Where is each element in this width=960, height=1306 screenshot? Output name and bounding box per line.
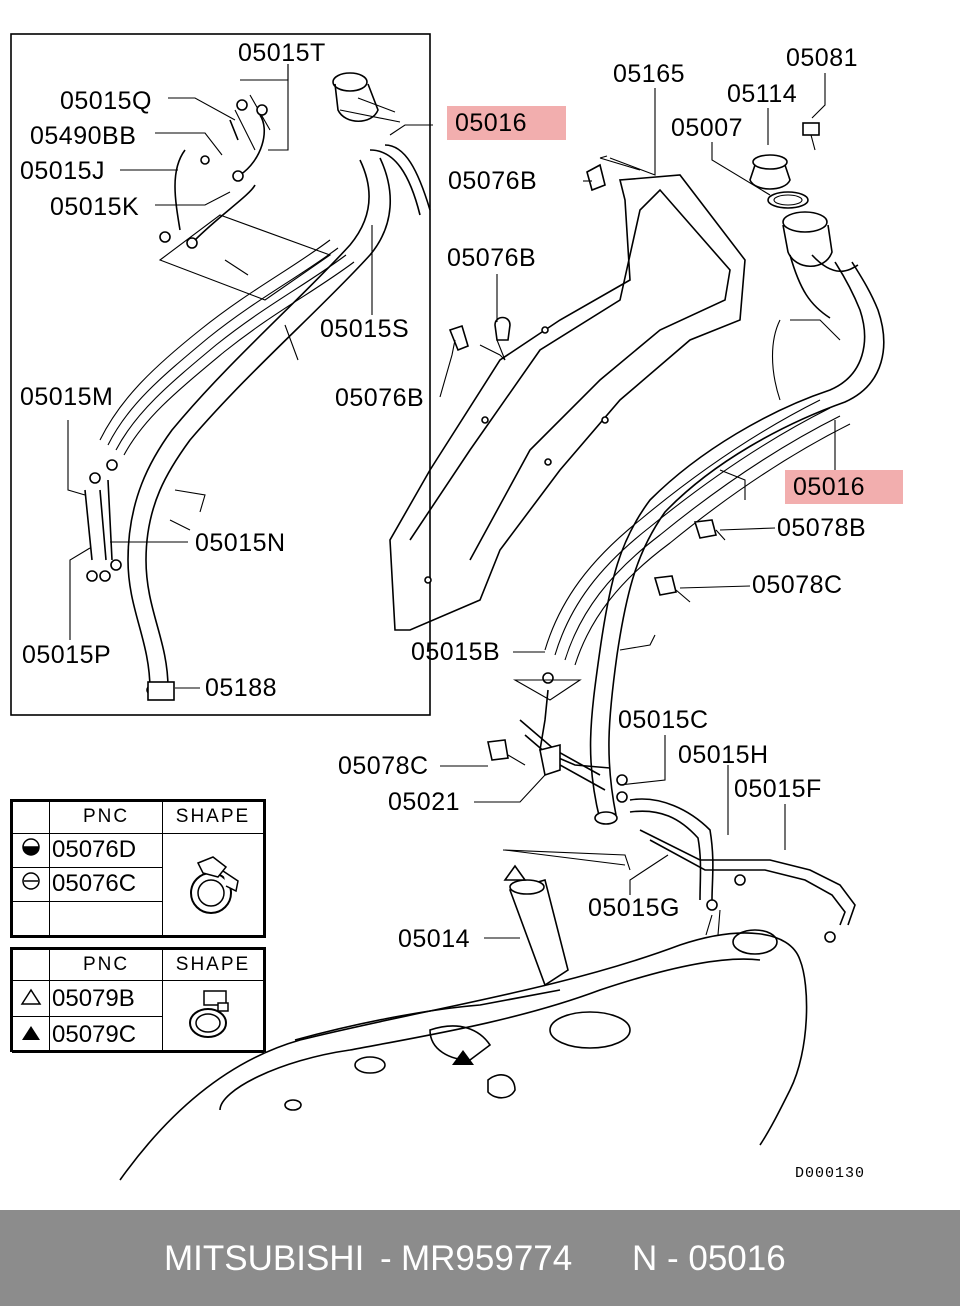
- part-label-05016-right: 05016: [793, 473, 866, 501]
- part-label-05015Q: 05015Q: [60, 87, 152, 115]
- footer-ref: N - 05016: [632, 1239, 786, 1278]
- footer-bar: MITSUBISHI - MR959774 N - 05016: [0, 1210, 960, 1306]
- fuel-pump-05014: [508, 879, 569, 987]
- part-label-05015K: 05015K: [50, 193, 140, 221]
- part-label-05015B: 05015B: [411, 638, 501, 666]
- band-clamp-shape-icon: [189, 990, 229, 1038]
- part-label-05081: 05081: [786, 44, 859, 72]
- part-label-05015P: 05015P: [22, 641, 112, 669]
- part-label-05021: 05021: [388, 788, 461, 816]
- inset-leaders: [67, 64, 433, 689]
- half-filled-circle-icon: [22, 838, 40, 857]
- triangle-outline-marker: [503, 864, 527, 881]
- legend1-shape-header: SHAPE: [162, 801, 264, 834]
- part-label-05015T: 05015T: [238, 39, 326, 67]
- legend-clamp-table: PNC SHAPE 05076D: [10, 799, 266, 938]
- footer-separator: -: [380, 1239, 392, 1278]
- highlighted-part-label-top: 05016: [447, 106, 566, 140]
- cap-gasket: [767, 191, 809, 209]
- part-label-05007: 05007: [671, 114, 744, 142]
- legend1-pnc-header: PNC: [49, 801, 163, 834]
- main-filler-pipe: [544, 211, 885, 825]
- legend1-pnc-1: 05076D: [49, 832, 163, 868]
- legend1-pnc-2: 05076C: [49, 866, 163, 902]
- part-label-05076B-2: 05076B: [447, 244, 537, 272]
- legend2-pnc-header: PNC: [49, 949, 163, 981]
- part-label-05188: 05188: [205, 674, 278, 702]
- part-label-05490BB: 05490BB: [30, 122, 137, 150]
- part-label-05078C-2: 05078C: [338, 752, 429, 780]
- part-label-05165: 05165: [613, 60, 686, 88]
- part-label-05015G: 05015G: [588, 894, 680, 922]
- hose-clamp-shape-icon: [190, 856, 239, 914]
- part-label-05015N: 05015N: [195, 529, 286, 557]
- part-label-05015F: 05015F: [734, 775, 822, 803]
- inset-filler-pipe: [84, 72, 431, 701]
- diagram-code: D000130: [795, 1165, 866, 1182]
- footer-brand: MITSUBISHI: [164, 1239, 365, 1278]
- triangle-filled-icon: [22, 1025, 40, 1040]
- part-label-05078C-1: 05078C: [752, 571, 843, 599]
- fuel-cap-group: [749, 122, 820, 209]
- breather-hoses: [504, 672, 856, 943]
- triangle-outline-icon: [20, 988, 42, 1005]
- highlighted-part-label-right: 05016: [785, 470, 903, 504]
- part-label-05078B: 05078B: [777, 514, 867, 542]
- filler-opening: [782, 211, 828, 233]
- inset-frame: [10, 33, 431, 716]
- part-label-05015S: 05015S: [320, 315, 410, 343]
- legend2-pnc-2: 05079C: [49, 1016, 163, 1053]
- legend2-shape-header: SHAPE: [162, 949, 264, 981]
- part-label-05016-top: 05016: [455, 109, 528, 137]
- part-label-05015J: 05015J: [20, 157, 106, 185]
- inset-filler-cap: [332, 72, 368, 92]
- part-label-05015H: 05015H: [678, 741, 769, 769]
- part-label-05076B-3: 05076B: [335, 384, 425, 412]
- part-label-05114: 05114: [727, 80, 798, 108]
- parts-diagram: 05015T 05015Q 05490BB 05015J 05015K 0501…: [10, 33, 903, 1182]
- bracket-05021: [539, 743, 561, 777]
- part-label-05076B-1: 05076B: [448, 167, 538, 195]
- circle-minus-icon: [22, 872, 40, 891]
- part-label-05015C: 05015C: [618, 706, 709, 734]
- screw-05081: [802, 122, 820, 136]
- legend-band-table: PNC SHAPE 05079B: [10, 947, 266, 1053]
- part-label-05014: 05014: [398, 925, 471, 953]
- part-label-05015M: 05015M: [20, 383, 114, 411]
- diagram-drawing: [10, 33, 885, 1181]
- fuel-cap: [752, 154, 788, 170]
- legend2-pnc-1: 05079B: [49, 980, 163, 1017]
- fasteners: [448, 163, 726, 766]
- fuel-tank: [119, 879, 808, 1181]
- main-leaders: [439, 73, 836, 939]
- triangle-filled-marker: [452, 1050, 474, 1065]
- footer-part-number: MR959774: [401, 1239, 573, 1278]
- filler-protector: [389, 174, 746, 631]
